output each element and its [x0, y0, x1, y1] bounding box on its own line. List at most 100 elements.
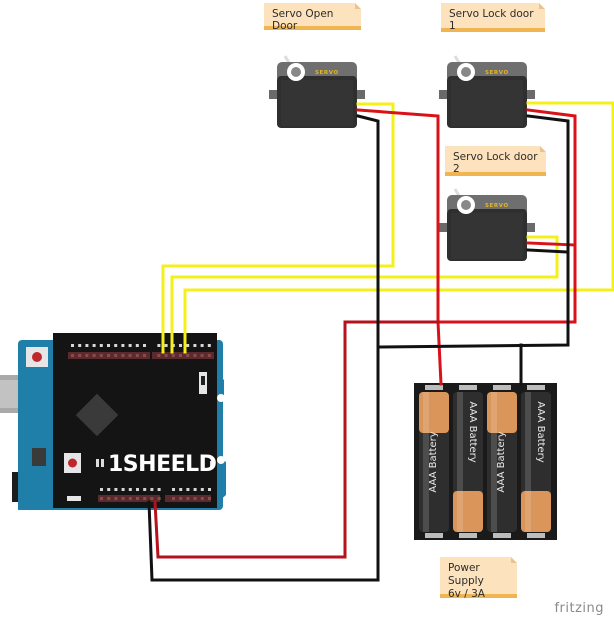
ground-wire-open-door[interactable]: [147, 114, 380, 582]
note-text-line2: 6v / 3A: [448, 588, 485, 600]
battery-label: AAA Battery: [496, 431, 507, 492]
header-socket: [71, 354, 74, 357]
header-socket: [114, 497, 118, 500]
header-socket: [85, 354, 89, 357]
shield-pcb: [53, 333, 217, 508]
signal-wire-lock-door-1[interactable]: [183, 101, 614, 354]
header-pin: [78, 344, 82, 347]
signal-wire-lock-door-2[interactable]: [170, 235, 559, 354]
header-socket: [136, 497, 139, 500]
power-wire-to-board[interactable]: [153, 320, 440, 559]
battery-contact: [459, 533, 477, 538]
battery-label: AAA Battery: [428, 431, 439, 492]
voltage-regulator: [32, 448, 46, 466]
header-socket: [179, 497, 183, 500]
note-text: Servo Open Door: [272, 8, 334, 32]
header-pin: [186, 344, 190, 347]
header-socket: [121, 354, 125, 357]
header-pin: [157, 344, 161, 347]
header-pin: [136, 488, 139, 491]
header-pin: [208, 488, 211, 491]
power-supply-note: Power Supply 6v / 3A: [440, 557, 517, 600]
header-socket: [135, 354, 139, 357]
header-pin: [179, 344, 182, 347]
ground-wire-lock-door-2[interactable]: [526, 248, 570, 254]
header-pin: [193, 488, 197, 491]
header-socket: [121, 497, 125, 500]
header-pin: [143, 344, 146, 347]
header-socket: [207, 354, 211, 357]
power-wire-lock-door-1[interactable]: [436, 108, 577, 386]
header-socket: [208, 497, 211, 500]
header-pin: [207, 344, 211, 347]
battery-copper-top: [453, 491, 483, 532]
battery-contact: [459, 385, 477, 390]
header-socket: [150, 497, 154, 500]
header-pin: [71, 344, 74, 347]
header-socket: [92, 354, 96, 357]
microcontroller-chip: [75, 393, 119, 437]
shield-brand-text: 1SHEELD: [108, 452, 217, 477]
battery-contact: [425, 533, 443, 538]
header-pin: [121, 488, 125, 491]
header-pin: [179, 488, 183, 491]
battery-copper-top: [521, 491, 551, 532]
header-socket: [78, 354, 82, 357]
aaa-battery-cell: AAA Battery: [453, 385, 483, 538]
servo-motor[interactable]: SERVO: [439, 188, 535, 261]
servo-motor[interactable]: SERVO: [439, 55, 535, 128]
header-pin: [128, 344, 132, 347]
power-wire-open-door[interactable]: [356, 108, 440, 324]
ground-wire-lock-door-1[interactable]: [376, 114, 570, 349]
signal-wire-open-door[interactable]: [161, 102, 395, 354]
servo-motor[interactable]: SERVO: [269, 55, 365, 128]
header-socket: [179, 354, 182, 357]
servo-lock-door-1-note: Servo Lock door 1: [441, 3, 545, 32]
battery-contact: [493, 533, 511, 538]
header-pin: [164, 344, 168, 347]
header-socket: [100, 497, 103, 500]
battery-label: AAA Battery: [535, 401, 546, 462]
header-pin: [186, 488, 190, 491]
note-text: Servo Lock door 2: [453, 151, 538, 175]
servo-label: SERVO: [485, 70, 509, 76]
header-pin: [107, 344, 110, 347]
battery-contact: [425, 385, 443, 390]
aaa-battery-cell: AAA Battery: [487, 385, 517, 538]
header-pin: [172, 488, 175, 491]
servo-lock-door-2-note: Servo Lock door 2: [445, 146, 546, 176]
battery-contact: [493, 385, 511, 390]
header-socket: [143, 497, 147, 500]
battery-copper-top: [487, 392, 517, 433]
header-pin: [193, 344, 197, 347]
servo-label: SERVO: [315, 70, 339, 76]
mount-hole: [217, 456, 225, 464]
header-socket: [107, 354, 110, 357]
header-pin: [143, 488, 147, 491]
header-socket: [157, 497, 161, 500]
mount-hole: [217, 394, 225, 402]
battery-contact: [527, 385, 545, 390]
header-pin: [121, 344, 125, 347]
header-pin: [114, 488, 118, 491]
header-socket: [200, 497, 204, 500]
note-text: Servo Lock door 1: [449, 8, 534, 32]
header-socket: [107, 497, 111, 500]
header-socket: [99, 354, 103, 357]
top-header-right: [152, 352, 214, 359]
shield-board[interactable]: 1SHEELD: [53, 333, 217, 508]
header-socket: [164, 354, 168, 357]
aaa-battery-cell: AAA Battery: [419, 385, 449, 538]
header-pin: [150, 488, 154, 491]
aaa-battery-cell: AAA Battery: [521, 385, 551, 538]
header-socket: [186, 497, 190, 500]
header-socket: [171, 354, 175, 357]
battery-pack[interactable]: AAA Battery AAA Battery AAA Battery AAA Bat…: [414, 383, 557, 540]
top-header-pins: [71, 344, 211, 357]
header-pin: [99, 344, 103, 347]
header-pin: [128, 488, 132, 491]
header-socket: [143, 354, 146, 357]
header-socket: [186, 354, 190, 357]
header-pin: [114, 344, 118, 347]
